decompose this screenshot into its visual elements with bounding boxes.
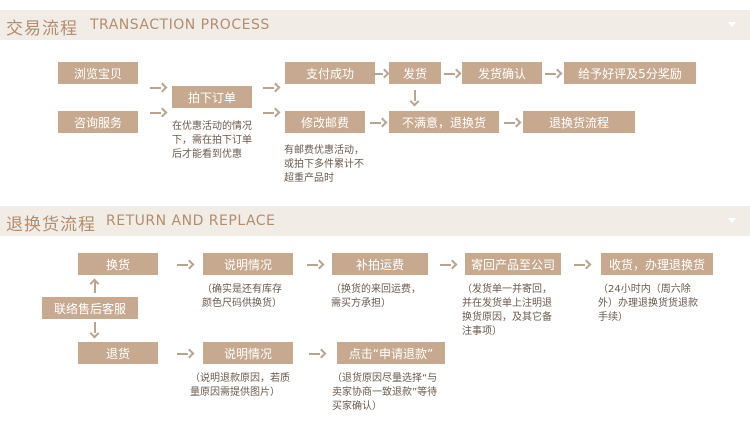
note-stock: （确实是还有库存 颜色尺码供换货） — [202, 284, 282, 309]
transaction-title-zh: 交易流程 — [6, 19, 78, 39]
node-send-back: 寄回产品至公司 — [465, 253, 561, 275]
arrow-up-icon — [90, 278, 100, 294]
note-shipping: 有邮费优惠活动， 或拍下多件累计不 超重产品时 — [284, 145, 364, 184]
arrow-right-icon — [440, 260, 456, 270]
arrow-right-icon — [177, 260, 193, 270]
arrow-down-icon — [90, 322, 100, 338]
arrow-right-icon — [545, 69, 561, 79]
node-browse: 浏览宝贝 — [58, 62, 138, 84]
return-title-en: RETURN AND REPLACE — [106, 213, 276, 229]
arrow-right-icon — [574, 260, 590, 270]
transaction-header: 交易流程 TRANSACTION PROCESS — [0, 10, 750, 40]
arrow-right-icon — [150, 83, 166, 93]
node-order: 拍下订单 — [172, 86, 252, 108]
node-apply: 点击“申请退款” — [337, 342, 445, 364]
transaction-title-en: TRANSACTION PROCESS — [90, 17, 270, 33]
node-return-flow: 退换货流程 — [523, 111, 635, 133]
note-invoice: （发货单一并寄回， 并在发货单上注明退 换货原因，及其它备 注事项） — [462, 284, 552, 337]
arrow-right-icon — [370, 118, 386, 128]
node-contact: 联络售后客服 — [42, 297, 138, 319]
note-discount: 在优惠活动的情况 下，需在拍下订单 后才能看到优惠 — [172, 121, 252, 160]
arrow-down-icon — [410, 90, 420, 106]
arrow-right-icon — [177, 349, 193, 359]
collapse-triangle-icon — [728, 218, 736, 223]
node-consult: 咨询服务 — [58, 111, 138, 133]
node-modify-shipping: 修改邮费 — [285, 111, 365, 133]
node-explain1: 说明情况 — [203, 253, 293, 275]
node-ship: 发货 — [389, 62, 441, 84]
return-title-zh: 退换货流程 — [6, 215, 96, 235]
node-receive: 收货，办理退换货 — [601, 253, 713, 275]
node-pay: 支付成功 — [285, 62, 375, 84]
node-exchange: 换货 — [78, 253, 158, 275]
node-unsatisfied: 不满意，退换货 — [389, 111, 499, 133]
arrow-right-icon — [372, 69, 388, 79]
node-explain2: 说明情况 — [203, 342, 293, 364]
arrow-right-icon — [150, 108, 166, 118]
note-choose: （退货原因尽量选择“与 卖家协商一致退款”等待 买家确认） — [332, 373, 438, 412]
arrow-right-icon — [504, 118, 520, 128]
collapse-triangle-icon — [728, 22, 736, 27]
return-header: 退换货流程 RETURN AND REPLACE — [0, 206, 750, 236]
arrow-right-icon — [263, 108, 279, 118]
node-confirm: 发货确认 — [462, 62, 542, 84]
arrow-right-icon — [263, 83, 279, 93]
note-hours: （24小时内（周六除 外）办理退换货货退款 手续） — [598, 284, 698, 323]
arrow-right-icon — [444, 69, 460, 79]
note-reason: （说明退款原因，若质 量原因需提供图片） — [190, 373, 290, 398]
arrow-right-icon — [307, 260, 323, 270]
node-repay: 补拍运费 — [332, 253, 428, 275]
node-refund: 退货 — [78, 342, 158, 364]
node-review: 给予好评及5分奖励 — [564, 62, 696, 84]
arrow-right-icon — [309, 349, 325, 359]
note-freight: （换货的来回运费， 需买方承担） — [331, 284, 421, 309]
